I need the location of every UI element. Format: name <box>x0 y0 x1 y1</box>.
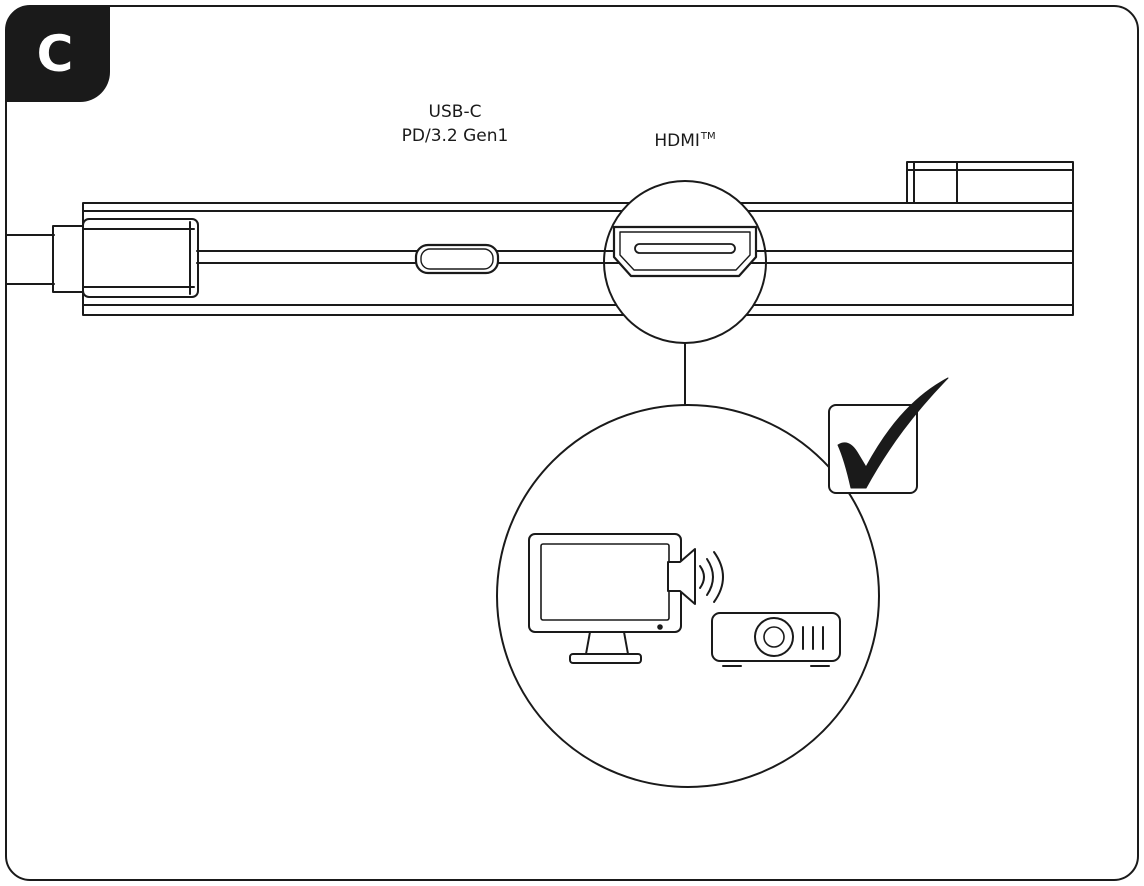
cable-strain-relief <box>52 225 84 293</box>
speaker-icon <box>667 548 696 605</box>
usb-c-port-label: USB-C PD/3.2 Gen1 <box>375 100 535 148</box>
step-badge: C <box>6 6 110 102</box>
monitor-base <box>569 653 642 664</box>
checkmark-icon <box>828 377 949 494</box>
hub-grip <box>82 218 199 298</box>
hdmi-port-magnifier <box>603 180 767 344</box>
sound-wave <box>706 558 714 596</box>
monitor-with-audio-icon <box>528 533 724 664</box>
hdmi-port-label: HDMITM <box>620 129 750 153</box>
hdmi-port-inner <box>619 231 751 271</box>
usb-c-label-line2: PD/3.2 Gen1 <box>401 126 509 146</box>
hdmi-trademark: TM <box>700 131 716 142</box>
projector-lens-inner <box>763 626 785 648</box>
hub-body <box>82 202 1074 316</box>
hdmi-port-pins <box>634 243 736 254</box>
monitor-power-dot <box>657 624 663 630</box>
projector-lens <box>754 617 794 657</box>
sound-wave <box>699 565 705 589</box>
usb-c-label-line1: USB-C <box>428 102 482 122</box>
sound-wave <box>713 551 724 603</box>
projector-icon <box>711 612 841 667</box>
panel-frame <box>5 5 1139 881</box>
usb-hub-device <box>5 161 1074 316</box>
hdmi-port <box>612 225 758 278</box>
hub-rear-block <box>906 161 1074 204</box>
hdmi-label-text: HDMI <box>654 131 700 151</box>
usb-c-port <box>414 243 500 275</box>
step-label: C <box>36 25 74 83</box>
